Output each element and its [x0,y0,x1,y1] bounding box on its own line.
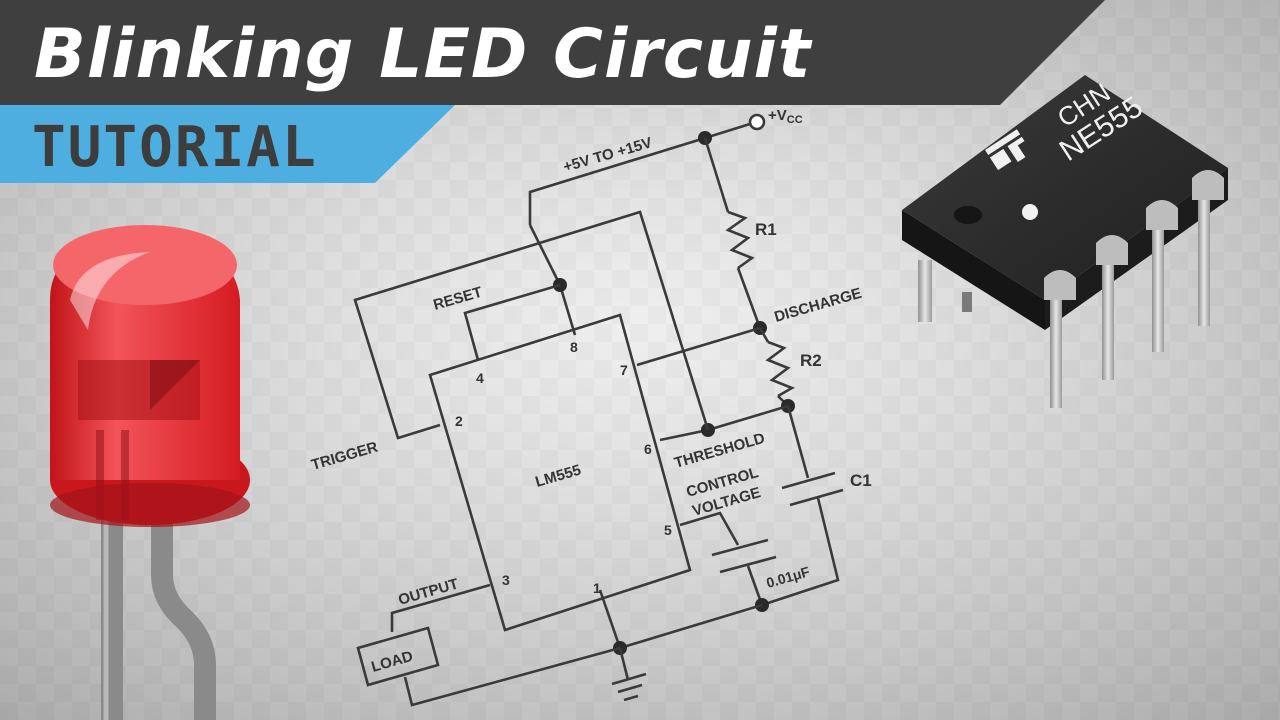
chip-notch [954,206,982,224]
pin-5: 5 [664,522,672,538]
ground-symbol [611,672,647,702]
pin-8: 8 [570,339,578,355]
led-post [150,360,200,410]
led-leg-right [151,520,216,720]
vcc-label-sub: CC [787,114,803,126]
r1-resistor [725,210,755,270]
c1-plate-top [781,471,836,490]
chip-front-pins [1044,170,1224,408]
lm555-block [428,313,692,632]
chip-body-side [902,210,1045,330]
r2-wire-top [758,327,770,343]
control-cap-plate-top [711,538,769,557]
chip-pin1-dot [1022,204,1038,220]
c1-plate-bottom [789,488,844,507]
st-logo [985,129,1026,171]
led-highlight [70,252,150,330]
r2-label: R2 [800,351,822,370]
r1-wire-bottom [736,267,762,329]
chip-body-front [1045,168,1228,330]
r2-resistor [765,340,795,398]
vcc-terminal [748,113,766,131]
chip-body-top [902,75,1228,300]
c1-label: C1 [850,471,872,490]
pin-3: 3 [502,572,510,588]
c1-wire-top [786,405,810,479]
chip-back-pins [918,260,972,322]
trigger-wire [353,210,710,440]
vcc-label: +VCC [768,107,803,126]
vcc-rail [528,122,751,225]
banner-blue-strip [0,105,455,183]
pin-2: 2 [455,413,463,429]
r1-label: R1 [755,220,777,239]
pin-6: 6 [644,441,652,457]
pin-4: 4 [476,370,484,386]
pin-7: 7 [620,362,628,378]
control-wire [679,511,740,546]
r1-wire-top [703,137,730,213]
discharge-wire [636,326,761,367]
load-ground-wire [403,646,621,707]
reset-wire [463,283,561,361]
ground-stem [618,647,630,681]
pin-1: 1 [593,580,601,596]
led-top [53,225,237,305]
tutorial-label: TUTORIAL [32,115,318,180]
video-title: Blinking LED Circuit [34,15,812,94]
c1-wire-bottom [761,497,840,607]
load-box [356,626,440,687]
red-led [50,225,250,720]
control-cap-plate-bottom [719,555,777,574]
banner-dark-strip [0,0,1105,105]
led-rim-shadow [50,483,250,527]
vcc-label-main: +V [768,107,787,124]
output-wire [390,583,491,632]
ne555-chip: CHN NE555 [902,75,1228,408]
